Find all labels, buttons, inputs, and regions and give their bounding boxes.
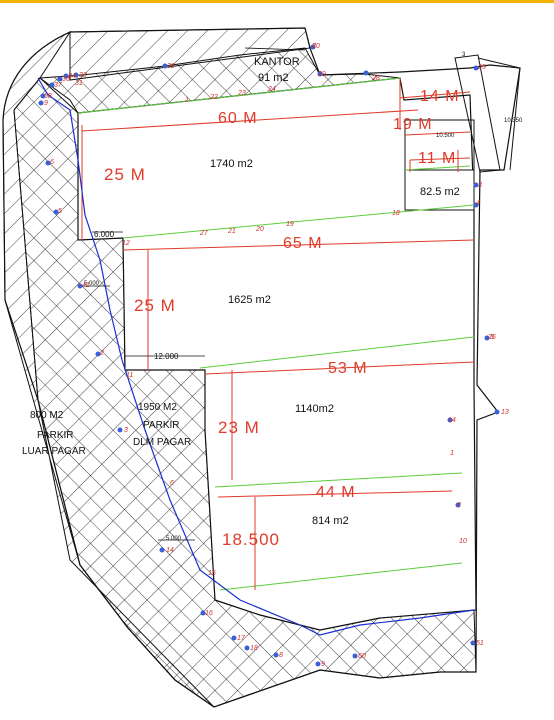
parkir-luar-subtitle: LUAR PAGAR xyxy=(22,446,86,457)
point-number: 2 xyxy=(100,350,104,357)
point-number: 6 xyxy=(50,159,54,166)
point-number: 7 xyxy=(312,43,316,50)
dimension-lines xyxy=(81,78,475,590)
block-82-5 xyxy=(404,169,475,211)
parkir-dalam-area: 1950 M2 xyxy=(138,402,177,413)
dimension-11m: 11 M xyxy=(418,150,457,167)
area-82-5-label: 82.5 m2 xyxy=(420,186,460,198)
plot-boundary xyxy=(77,77,477,631)
point-number: 26 xyxy=(488,334,496,341)
point-number: 27 xyxy=(200,230,208,237)
point-number: 23 xyxy=(238,90,246,97)
dimension-23m: 23 M xyxy=(218,418,260,437)
point-number: 18 xyxy=(392,210,400,217)
point-number: 13 xyxy=(501,409,509,416)
angled-annex-2 xyxy=(477,57,521,171)
point-number: 5 xyxy=(58,208,62,215)
point-number: 11 xyxy=(126,372,134,379)
survey-lines xyxy=(77,77,475,591)
dimension-25m-mid: 25 M xyxy=(134,296,176,315)
kantor-area-label: 91 m2 xyxy=(258,72,289,84)
point-number: 34 xyxy=(68,73,76,80)
point-number: 9 xyxy=(321,661,325,668)
point-number: 1 xyxy=(450,450,454,457)
survey-points xyxy=(38,44,500,667)
point-number: 30 xyxy=(312,43,320,50)
point-number: 17 xyxy=(237,635,245,642)
dimension-14m: 14 M xyxy=(420,88,460,105)
dimension-44m: 44 M xyxy=(316,484,356,501)
angled-annex xyxy=(454,54,501,173)
kantor-label: KANTOR xyxy=(254,56,300,68)
point-number: 37 xyxy=(54,82,62,89)
point-number: 25 xyxy=(478,64,486,71)
point-number: 29 xyxy=(318,71,326,78)
point-number: 58 xyxy=(44,93,52,100)
point-number: 14 xyxy=(166,547,174,554)
road-centerline xyxy=(37,77,475,636)
parkir-luar-title: PARKIR xyxy=(37,430,74,441)
point-number: 10 xyxy=(459,538,467,545)
point-number: 36 xyxy=(62,76,70,83)
point-number: 1 xyxy=(185,97,189,104)
dimension-19m: 19 M xyxy=(393,116,433,133)
point-number: 41 xyxy=(82,282,90,289)
dimension-53m: 53 M xyxy=(328,360,368,377)
point-number: 3 xyxy=(124,427,128,434)
area-1625-label: 1625 m2 xyxy=(228,294,271,306)
point-number: 2 xyxy=(457,502,461,509)
point-number: 12 xyxy=(122,240,130,247)
parkir-dalam-title: PARKIR xyxy=(143,420,180,431)
point-number: 22 xyxy=(210,94,218,101)
point-number: 4 xyxy=(476,200,480,207)
point-number: 51 xyxy=(476,640,484,647)
point-number: 3 xyxy=(478,182,482,189)
dimension-25m-top: 25 M xyxy=(104,165,146,184)
point-number: 32 xyxy=(167,63,175,70)
area-1140-label: 1140m2 xyxy=(295,403,334,415)
label-3: 3 xyxy=(462,52,466,58)
label-5000-b: 5.000 xyxy=(166,536,182,542)
point-number: 5 xyxy=(490,334,494,341)
point-number: 19 xyxy=(286,221,294,228)
area-814-label: 814 m2 xyxy=(312,515,349,527)
label-6000: 6.000 xyxy=(94,230,115,239)
point-number: 20 xyxy=(256,226,264,233)
parkir-luar-area: 800 M2 xyxy=(30,410,64,421)
label-5000-a: 5.000 xyxy=(84,281,100,287)
dimension-65m: 65 M xyxy=(283,235,323,252)
label-10500: 10.500 xyxy=(436,133,455,139)
point-number: 21 xyxy=(228,228,236,235)
point-number: 33 xyxy=(79,72,87,79)
dimension-60m: 60 M xyxy=(218,110,258,127)
point-number: 8 xyxy=(279,652,283,659)
point-number: 6 xyxy=(170,480,174,487)
point-number: 24 xyxy=(268,86,276,93)
area-1740-label: 1740 m2 xyxy=(210,158,253,170)
point-number: 28 xyxy=(372,75,380,82)
label-10350: 10.350 xyxy=(504,118,523,124)
label-12000: 12.000 xyxy=(154,352,179,361)
point-number: 16 xyxy=(205,610,213,617)
point-number: 18 xyxy=(250,645,258,652)
point-number: 60 xyxy=(358,653,366,660)
point-number: 14 xyxy=(448,417,456,424)
parkir-dalam-subtitle: DLM PAGAR xyxy=(133,437,192,448)
accent-bar xyxy=(0,0,554,3)
point-number: 9 xyxy=(44,100,48,107)
dimension-18-500: 18.500 xyxy=(222,530,280,549)
point-number: 31 xyxy=(75,80,83,87)
point-number: 15 xyxy=(208,570,216,577)
